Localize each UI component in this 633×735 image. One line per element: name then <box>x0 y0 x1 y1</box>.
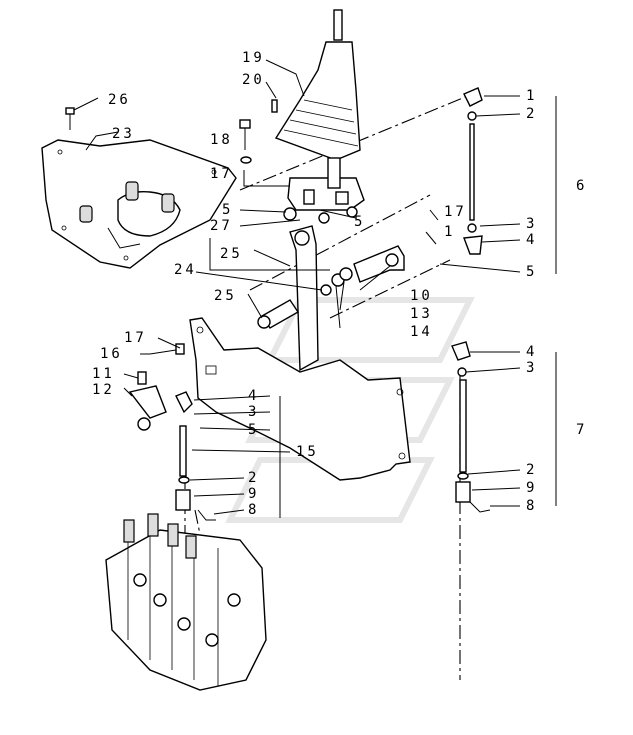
callout-5b: 5 <box>354 214 365 230</box>
callout-3c: 3 <box>248 404 259 420</box>
group-label-7: 7 <box>576 422 584 438</box>
screw-26 <box>65 97 99 130</box>
callout-18: 18 <box>210 132 233 148</box>
callout-20: 20 <box>242 72 265 88</box>
callout-r4b: 4 <box>526 344 537 360</box>
callout-14: 14 <box>410 324 433 340</box>
callout-r9b: 9 <box>526 480 537 496</box>
callout-1b: 1 <box>444 224 455 240</box>
callout-5a: 5 <box>222 202 233 218</box>
leader-lines <box>85 59 557 518</box>
lever-arm-10 <box>331 245 405 287</box>
left-rod <box>175 391 216 521</box>
callout-r3a: 3 <box>526 216 537 232</box>
callout-24: 24 <box>174 262 197 278</box>
lever-bracket <box>283 157 365 224</box>
callout-r2b: 2 <box>526 462 537 478</box>
callout-25b: 25 <box>214 288 237 304</box>
mounting-bracket <box>189 317 411 481</box>
callout-17a: 17 <box>210 166 233 182</box>
callout-r5a: 5 <box>526 264 537 280</box>
callout-9c: 9 <box>248 486 259 502</box>
callout-8c: 8 <box>248 502 259 518</box>
callout-23: 23 <box>112 126 135 142</box>
callout-r8b: 8 <box>526 498 537 514</box>
control-valve <box>105 513 267 691</box>
callout-26: 26 <box>108 92 131 108</box>
callout-27: 27 <box>210 218 233 234</box>
callout-2c: 2 <box>248 470 259 486</box>
callout-13: 13 <box>410 306 433 322</box>
callout-17b: 17 <box>444 204 467 220</box>
callout-10: 10 <box>410 288 433 304</box>
callout-25a: 25 <box>220 246 243 262</box>
bolt-18 <box>239 119 252 164</box>
callout-19: 19 <box>242 50 265 66</box>
callout-16: 16 <box>100 346 123 362</box>
callout-15: 15 <box>296 444 319 460</box>
group-label-6: 6 <box>576 178 584 194</box>
callout-12: 12 <box>92 382 115 398</box>
callout-labels: 26 23 19 20 18 17 5 27 25 24 25 5 17 1 1… <box>92 50 584 518</box>
callout-r4a: 4 <box>526 232 537 248</box>
callout-5c: 5 <box>248 422 259 438</box>
right-rod <box>451 87 491 513</box>
control-lever-boot <box>271 9 361 161</box>
cross-pin <box>257 284 332 329</box>
linkage-left <box>128 371 167 431</box>
callout-r3b: 3 <box>526 360 537 376</box>
callout-r1: 1 <box>526 88 537 104</box>
callout-11: 11 <box>92 366 115 382</box>
callout-4c: 4 <box>248 388 259 404</box>
callout-r2: 2 <box>526 106 537 122</box>
cover-plate <box>41 139 237 269</box>
bolt-16 <box>149 343 185 355</box>
callout-17c: 17 <box>124 330 147 346</box>
main-lever <box>289 225 319 372</box>
